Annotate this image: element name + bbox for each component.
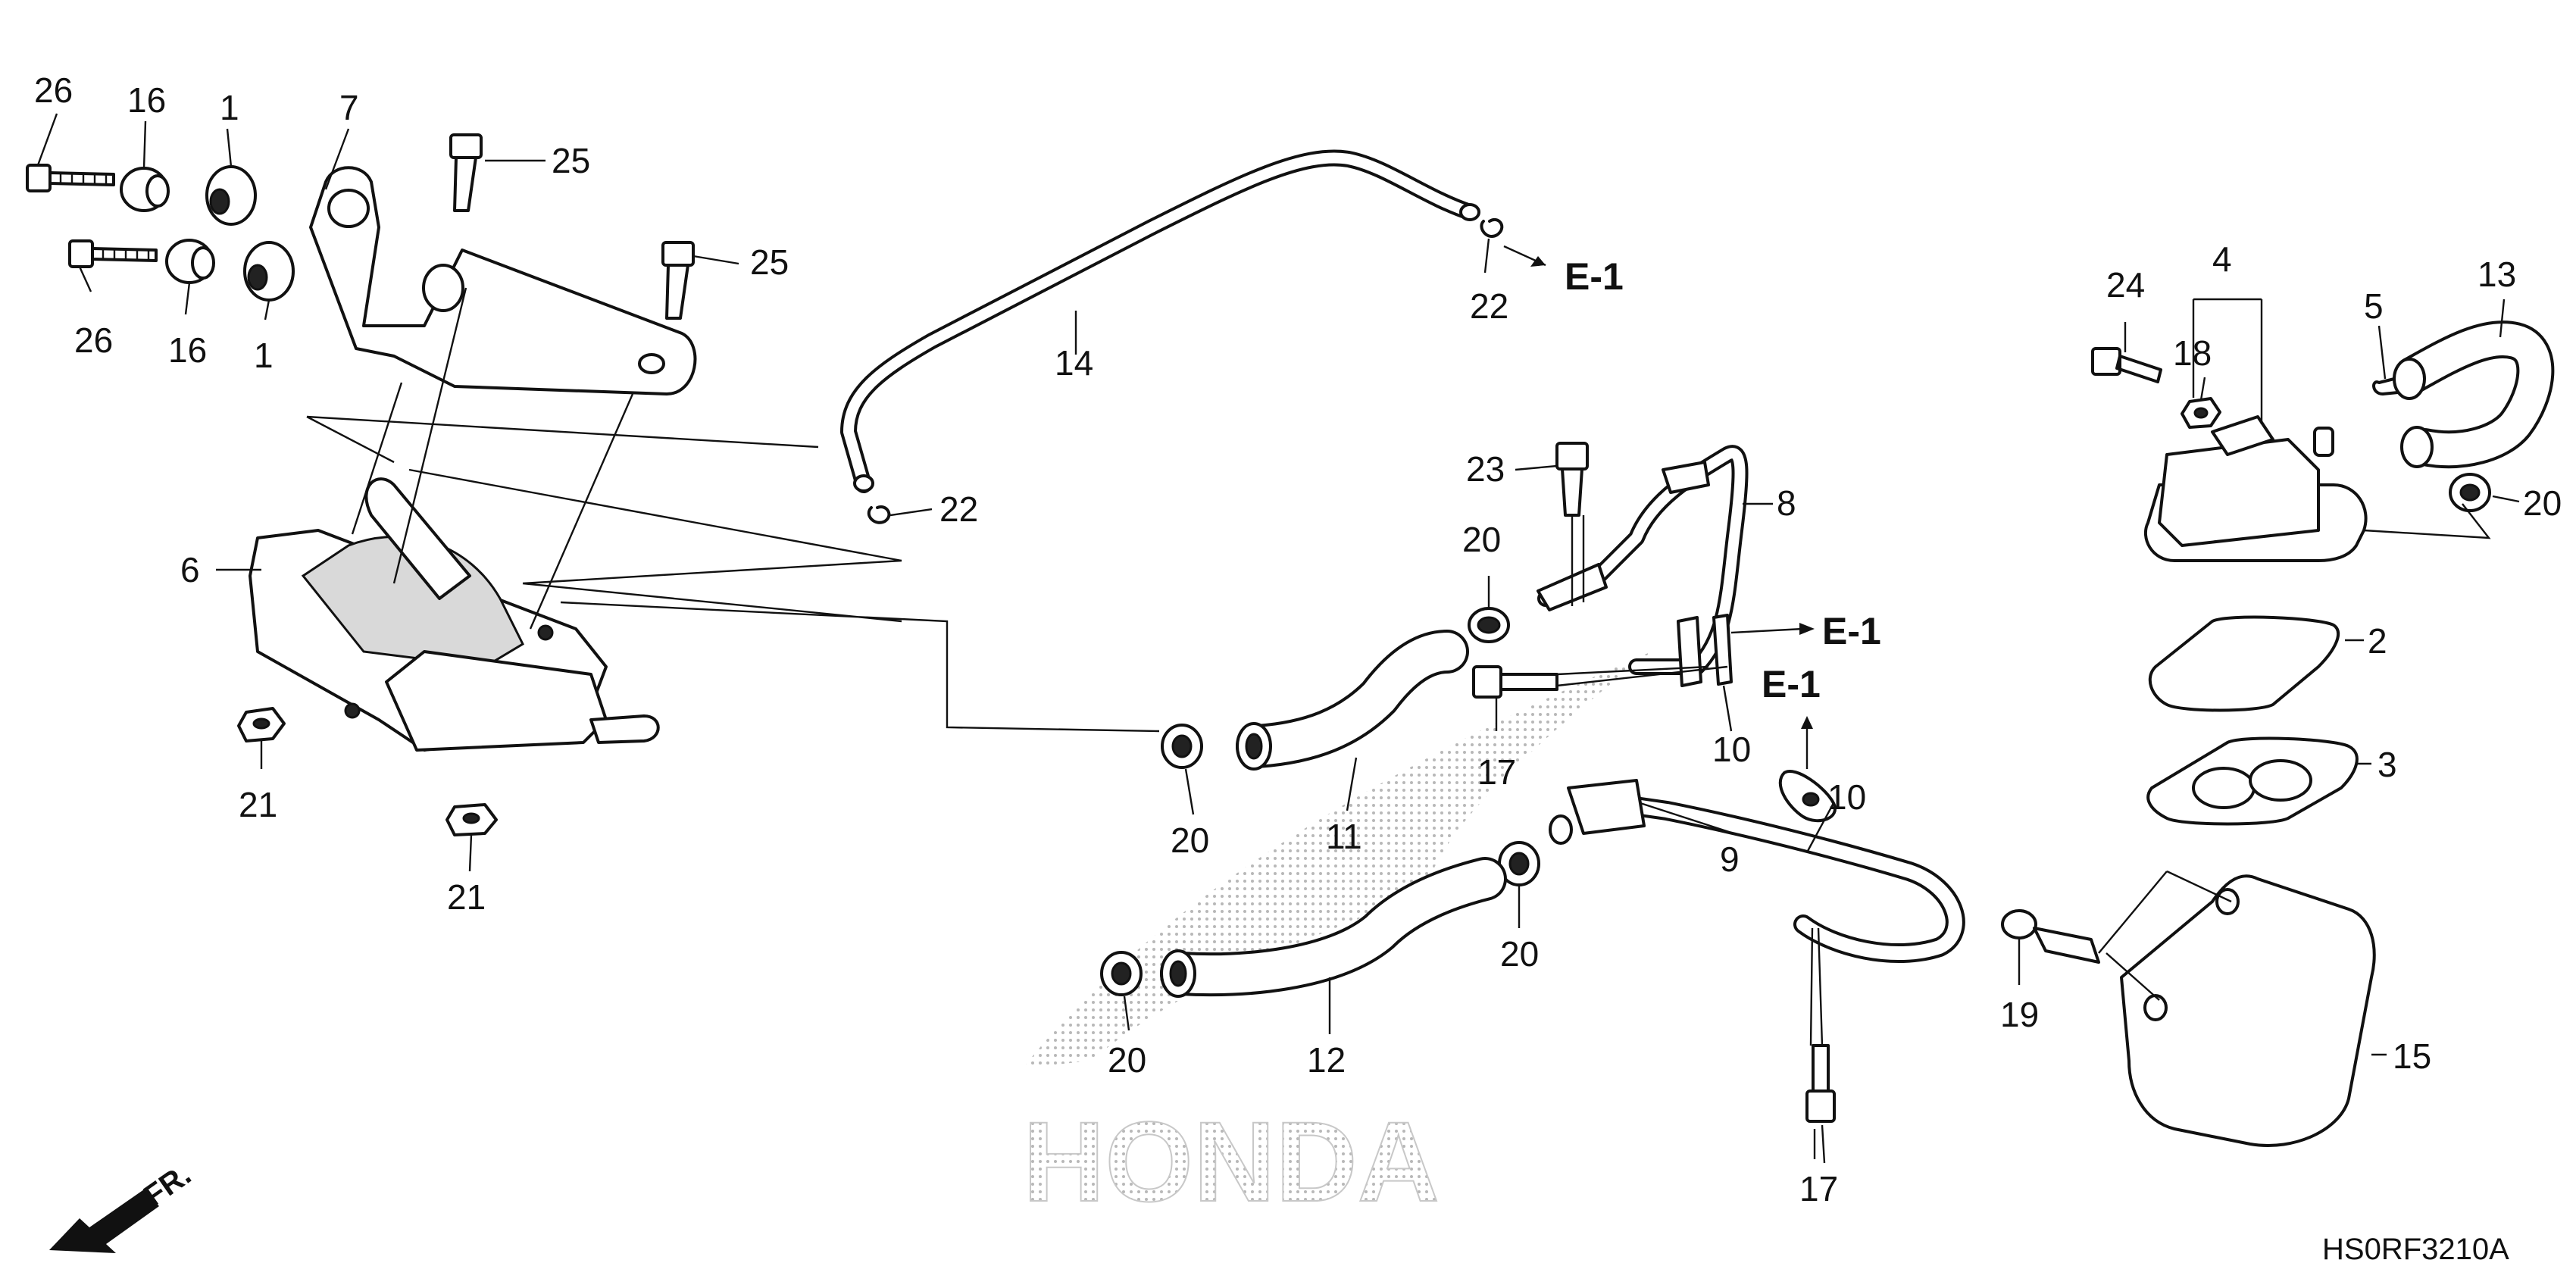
callout-17-upper: 17 xyxy=(1477,752,1516,792)
callout-8: 8 xyxy=(1777,483,1796,523)
callout-labels: 26 16 1 7 25 26 16 1 25 6 21 21 14 22 22… xyxy=(34,70,2562,1208)
callout-21-left: 21 xyxy=(239,785,277,824)
hose-13 xyxy=(2393,320,2555,469)
callout-23: 23 xyxy=(1466,449,1505,489)
callout-20-right: 20 xyxy=(2523,483,2562,523)
nut-18 xyxy=(2181,397,2221,429)
e1-arrow-top xyxy=(1503,245,1546,267)
nut-21-left xyxy=(237,707,286,742)
callout-4: 4 xyxy=(2212,239,2232,279)
washer-16-upper xyxy=(120,167,170,212)
reference-e1-lower: E-1 xyxy=(1762,663,1821,705)
clamp-20-left xyxy=(1161,724,1203,769)
clamp-20-upper xyxy=(1468,607,1510,643)
bolt-26-lower xyxy=(68,239,158,268)
grommet-1-lower xyxy=(243,241,295,302)
callout-1-upper: 1 xyxy=(220,88,239,127)
clamp-20-lower xyxy=(1100,951,1143,996)
clip-19 xyxy=(2001,909,2100,964)
hose-12 xyxy=(1160,857,1507,998)
clip-22-top xyxy=(1480,218,1504,238)
bolt-24 xyxy=(2091,347,2162,383)
bolt-25-upper xyxy=(449,133,483,212)
callout-25-lower: 25 xyxy=(750,242,789,282)
hose-11 xyxy=(1236,630,1469,771)
callout-5: 5 xyxy=(2364,286,2384,326)
flange-10-lower xyxy=(1778,770,1837,823)
filter-housing-4 xyxy=(2143,415,2368,562)
callout-16-lower: 16 xyxy=(168,330,207,370)
callout-2: 2 xyxy=(2368,621,2387,661)
reference-e1-top: E-1 xyxy=(1565,255,1624,298)
callout-14: 14 xyxy=(1055,343,1093,383)
nut-21-right xyxy=(445,803,498,836)
clamp-20-right xyxy=(2449,473,2491,512)
canister-6 xyxy=(249,477,660,752)
bolt-26-upper xyxy=(26,164,115,192)
callout-20-upper: 20 xyxy=(1462,520,1501,559)
reference-e1-mid: E-1 xyxy=(1822,610,1881,652)
clip-22-left xyxy=(867,505,891,524)
callout-10-upper: 10 xyxy=(1712,730,1751,769)
callout-12: 12 xyxy=(1307,1040,1346,1080)
callout-1-lower: 1 xyxy=(254,336,274,375)
bolt-25-lower xyxy=(661,241,695,320)
filter-cover-3 xyxy=(2146,736,2359,826)
callout-18: 18 xyxy=(2173,333,2212,373)
cover-15 xyxy=(2120,874,2376,1147)
callout-9: 9 xyxy=(1720,839,1740,879)
callout-6: 6 xyxy=(180,550,200,589)
grommet-1-upper xyxy=(205,165,257,226)
callout-15: 15 xyxy=(2393,1036,2431,1076)
callout-21-right: 21 xyxy=(447,877,486,917)
callout-22-left: 22 xyxy=(939,489,978,529)
e1-arrow-mid xyxy=(1730,623,1815,635)
callout-24: 24 xyxy=(2106,265,2145,305)
callout-26-upper: 26 xyxy=(34,70,73,110)
callout-20-middle: 20 xyxy=(1500,934,1539,974)
leader-lines xyxy=(36,113,2520,1164)
callout-7: 7 xyxy=(339,88,359,127)
filter-element-2 xyxy=(2148,615,2340,712)
honda-watermark-text: HONDA xyxy=(1023,1098,1440,1225)
pipe-8 xyxy=(1537,445,1749,675)
diagram-code: HS0RF3210A xyxy=(2322,1233,2509,1266)
callout-26-lower: 26 xyxy=(74,320,113,360)
tube-14 xyxy=(840,149,1480,493)
bolt-17-lower xyxy=(1805,1044,1836,1123)
callout-11: 11 xyxy=(1326,817,1362,856)
callout-10-lower: 10 xyxy=(1827,777,1866,817)
bracket-7 xyxy=(309,166,697,395)
callout-16-upper: 16 xyxy=(127,80,166,120)
callout-17-lower: 17 xyxy=(1799,1169,1838,1208)
washer-16-lower xyxy=(165,239,215,284)
front-direction-arrow: FR. xyxy=(49,1158,197,1253)
callout-3: 3 xyxy=(2377,745,2397,784)
e1-arrow-lower xyxy=(1801,716,1813,769)
bolt-17-upper xyxy=(1472,665,1558,699)
callout-20-left: 20 xyxy=(1171,821,1209,860)
callout-22-top: 22 xyxy=(1470,286,1508,326)
callout-19: 19 xyxy=(2000,995,2039,1034)
bolt-23 xyxy=(1555,442,1589,517)
pipe-9 xyxy=(1549,779,1965,964)
callout-25-upper: 25 xyxy=(552,141,590,180)
callout-20-lower: 20 xyxy=(1108,1040,1146,1080)
callout-13: 13 xyxy=(2478,255,2516,294)
